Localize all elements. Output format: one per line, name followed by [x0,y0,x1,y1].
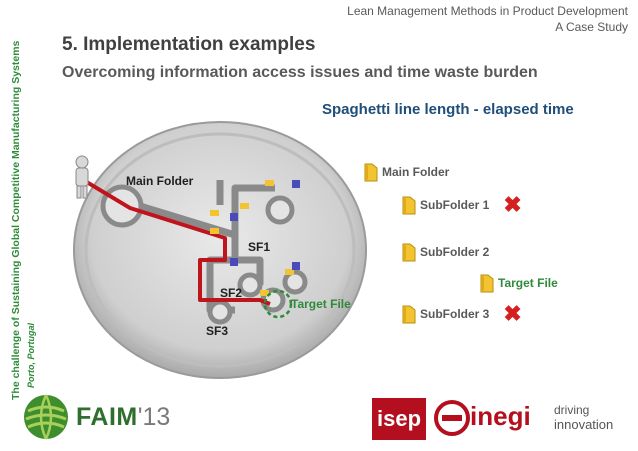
folder-sub1-label: SubFolder 1 [420,198,490,212]
wrong-path-icon: ✖ [503,301,522,326]
inegi-tagline-1: driving [554,403,590,417]
folder-icon [480,273,494,293]
inegi-wordmark: inegi [470,401,531,431]
folder-marker [265,180,274,186]
presentation-subtitle: A Case Study [555,20,628,34]
inegi-tagline-2: innovation [554,417,614,432]
folder-row-sub1: SubFolder 1 ✖ [402,194,522,216]
file-block [230,213,238,221]
label-main-folder: Main Folder [126,174,194,188]
section-subtitle: Overcoming information access issues and… [62,64,538,81]
file-block [292,180,300,188]
file-block [230,258,238,266]
faim-year: '13 [137,402,171,431]
folder-icon [402,242,416,262]
folder-main-label: Main Folder [382,165,450,179]
folder-row-sub2: SubFolder 2 [402,242,489,262]
folder-marker [210,210,219,216]
folder-sub2-label: SubFolder 2 [420,245,490,259]
maze-plate-rim [84,132,356,368]
inegi-emblem [434,400,470,436]
folder-target-label: Target File [498,276,558,290]
folder-marker [285,269,294,275]
folder-row-target: Target File [480,273,558,293]
conference-location: Porto, Portugal [26,323,36,388]
folder-row-main: Main Folder [364,162,449,182]
folder-maze-diagram [73,121,367,379]
conference-theme: The challenge of Sustaining Global Compe… [10,40,22,400]
folder-marker [240,203,249,209]
folder-marker [260,290,269,296]
folder-marker [210,228,219,234]
target-file-marker [263,289,293,319]
label-sf3: SF3 [206,324,229,338]
folder-icon [402,195,416,215]
isep-logo: isep [372,398,426,440]
label-target-file: Target File [291,297,351,311]
presentation-title: Lean Management Methods in Product Devel… [347,4,628,18]
maze-plate [73,121,367,379]
spaghetti-title: Spaghetti line length - elapsed time [322,101,574,118]
label-sf1: SF1 [248,240,271,254]
file-block [292,262,300,270]
folder-icon [402,304,416,324]
person-icon [75,155,89,199]
wrong-path-icon: ✖ [503,192,522,217]
main-folder-ring [100,184,144,228]
label-sf2: SF2 [220,286,243,300]
globe-icon [24,394,68,440]
spaghetti-path [78,176,271,306]
faim-wordmark: FAIM [76,402,138,431]
folder-row-sub3: SubFolder 3 ✖ [402,303,522,325]
folder-icon [364,162,378,182]
faim-logo: FAIM'13 [22,393,170,441]
folder-markers [210,180,300,296]
section-title: 5. Implementation examples [62,34,316,55]
folder-sub3-label: SubFolder 3 [420,307,490,321]
